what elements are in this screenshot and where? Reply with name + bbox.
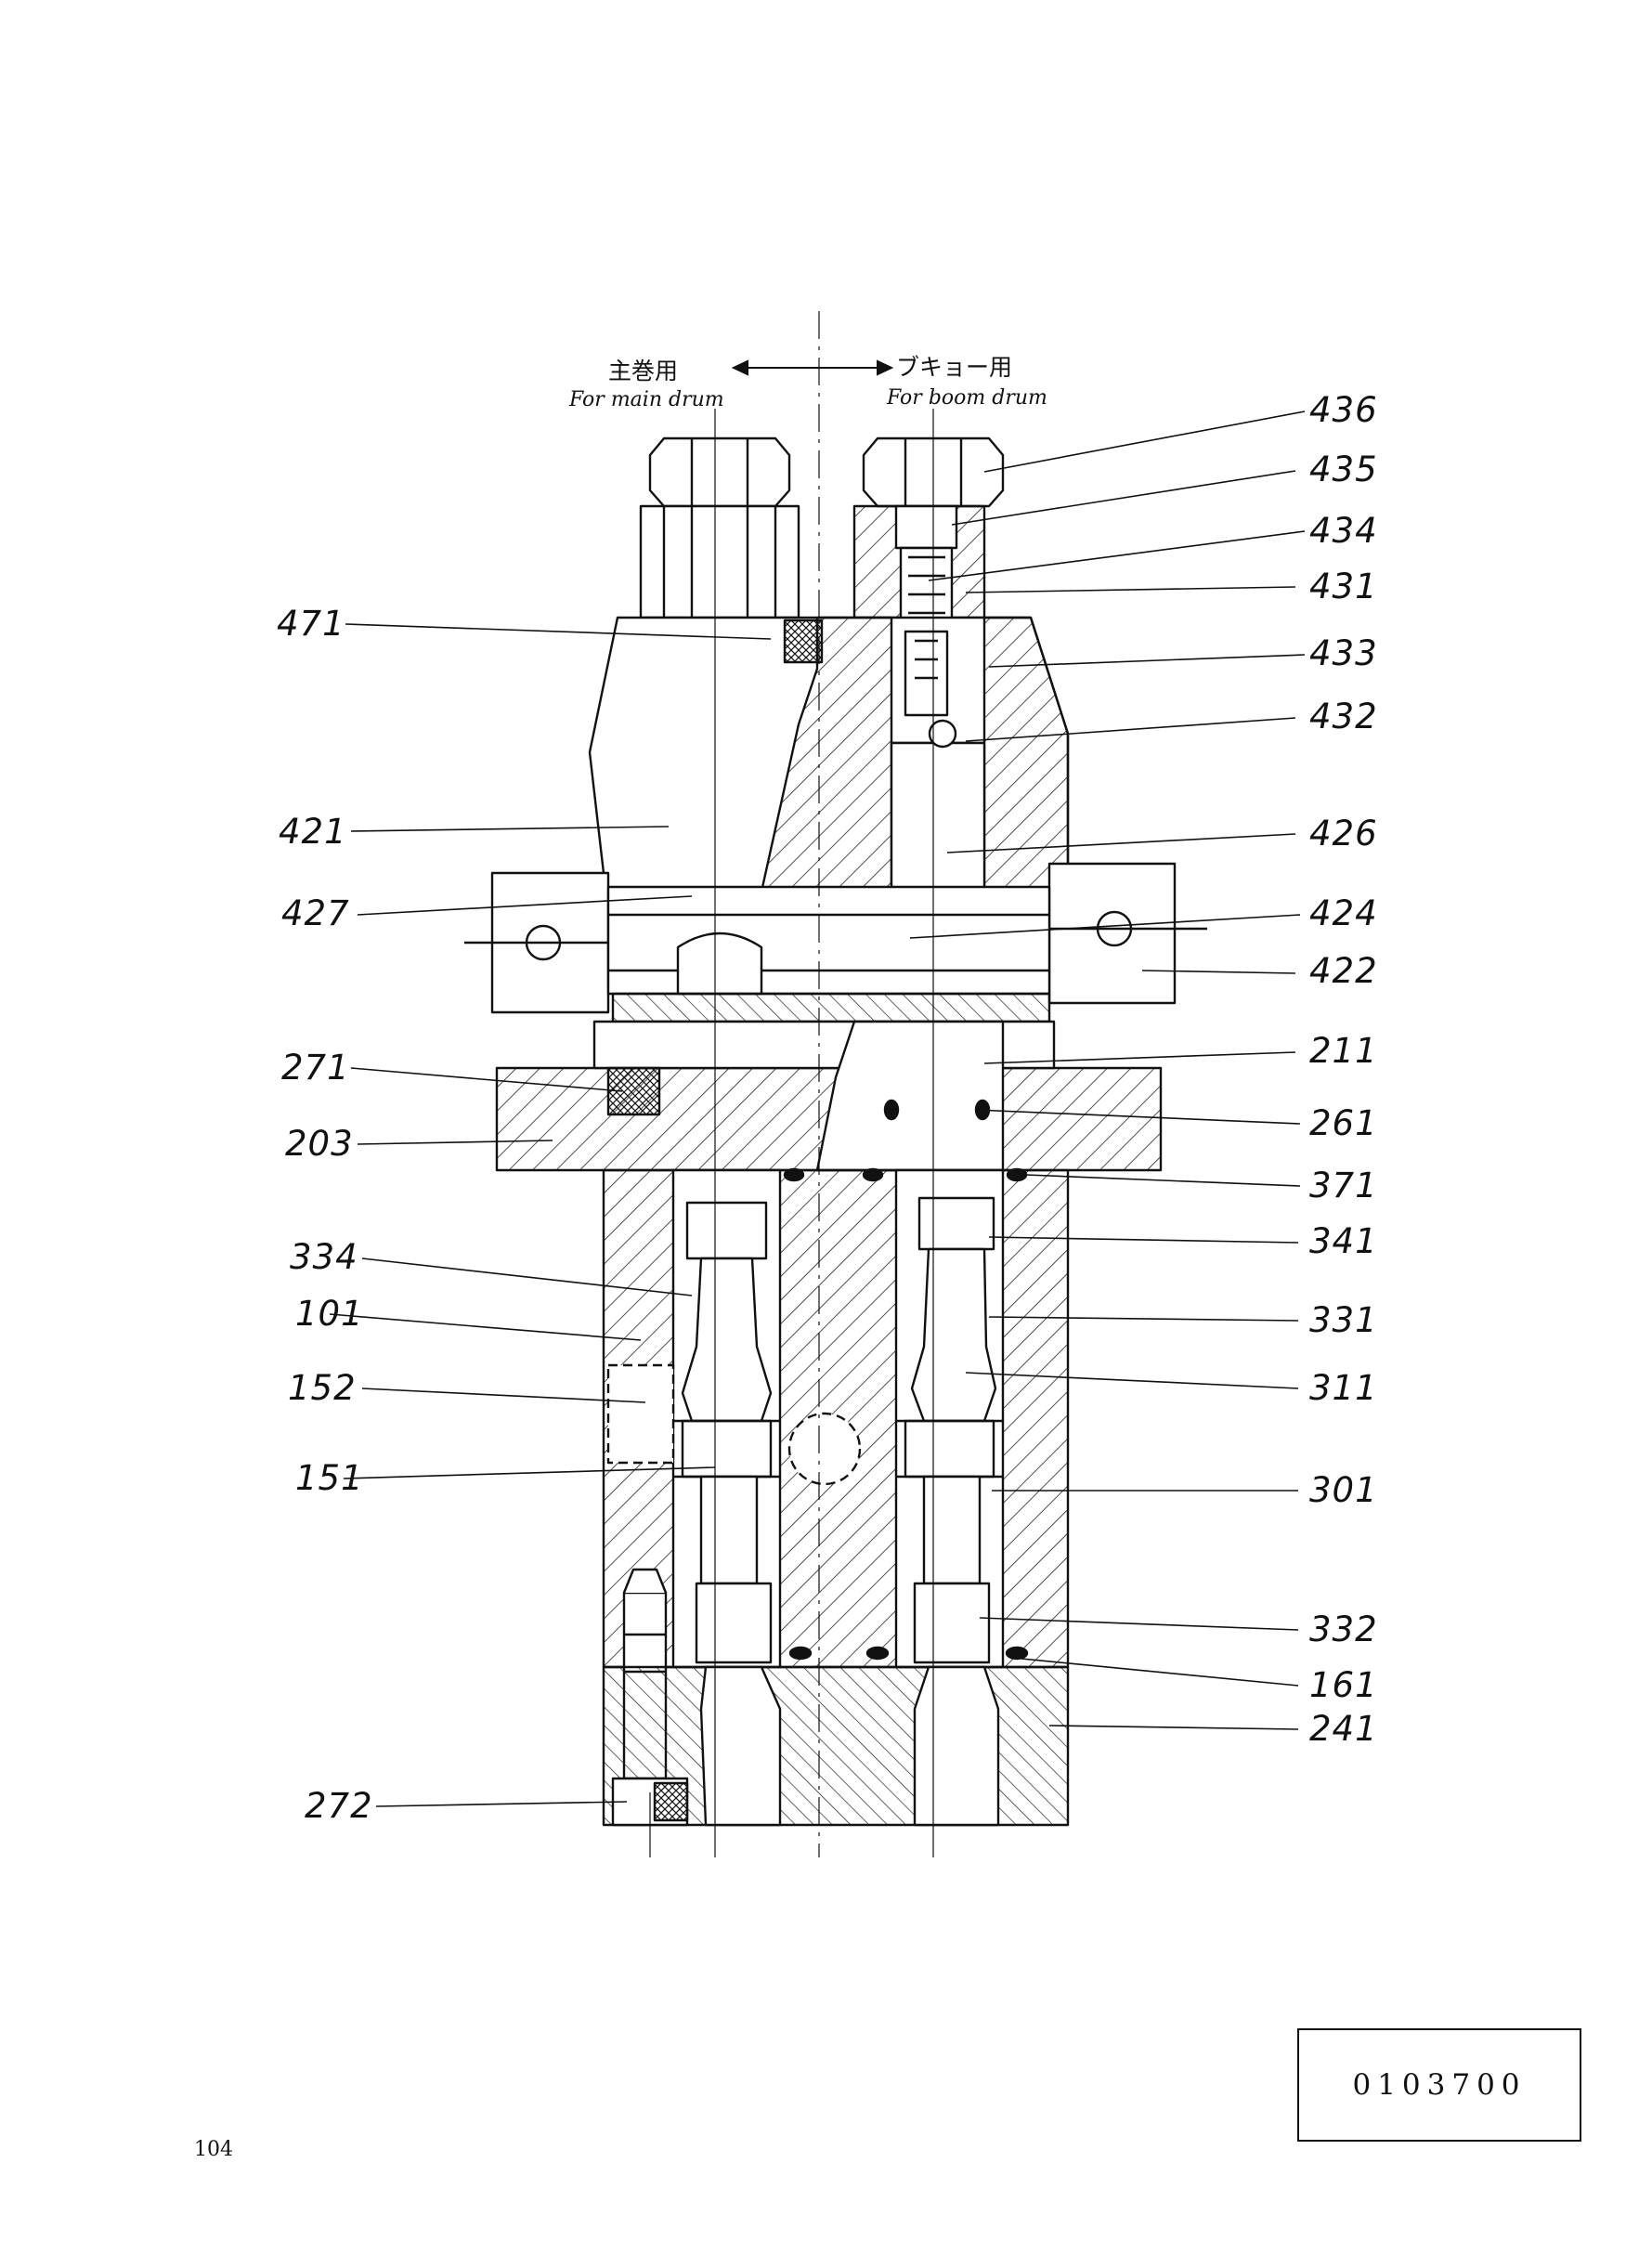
callout-331: 331 [1309,1300,1378,1340]
callout-311: 311 [1309,1368,1378,1408]
hex-nut-left [639,436,800,619]
callout-211: 211 [1309,1031,1378,1071]
callout-371: 371 [1309,1166,1378,1205]
callout-436: 436 [1309,390,1378,430]
flange-plate [495,1020,1163,1172]
center-lines [649,311,934,1857]
leader-lines [329,410,1306,1807]
callout-152: 152 [288,1368,357,1408]
callout-426: 426 [1309,814,1378,853]
callout-341: 341 [1309,1221,1378,1261]
callout-101: 101 [295,1294,364,1334]
side-lug-right [1031,862,1207,1005]
callout-261: 261 [1309,1103,1378,1143]
callout-471: 471 [277,604,345,644]
drawing-number-box: 0103700 [1297,2028,1581,2142]
side-lug-left [464,871,613,1014]
header-arrow [731,359,894,376]
callout-272: 272 [305,1786,373,1826]
callout-161: 161 [1309,1665,1378,1705]
page-number: 104 [194,2138,233,2161]
callout-301: 301 [1309,1470,1378,1510]
callout-151: 151 [295,1458,364,1498]
callout-435: 435 [1309,449,1378,489]
callout-422: 422 [1309,951,1378,991]
callout-332: 332 [1309,1609,1378,1649]
mid-housing [606,885,1051,1023]
callout-421: 421 [279,812,347,852]
callout-424: 424 [1309,893,1378,933]
boom-drum-label-en: For boom drum [887,386,1047,410]
callout-433: 433 [1309,633,1378,673]
boom-drum-label-jp: ブキョー用 [896,354,1013,381]
main-drum-label-en: For main drum [569,388,724,411]
bottom-cap [602,1665,1070,1827]
callout-334: 334 [290,1237,358,1277]
callout-241: 241 [1309,1709,1378,1749]
callout-271: 271 [281,1048,350,1088]
callout-434: 434 [1309,511,1378,551]
callout-203: 203 [285,1124,354,1164]
callout-432: 432 [1309,697,1378,736]
callout-431: 431 [1309,567,1378,606]
callout-427: 427 [281,893,350,933]
main-drum-label-jp: 主巻用 [608,358,679,384]
drawing-number: 0103700 [1352,2068,1527,2102]
hex-nut-right [852,436,1005,633]
